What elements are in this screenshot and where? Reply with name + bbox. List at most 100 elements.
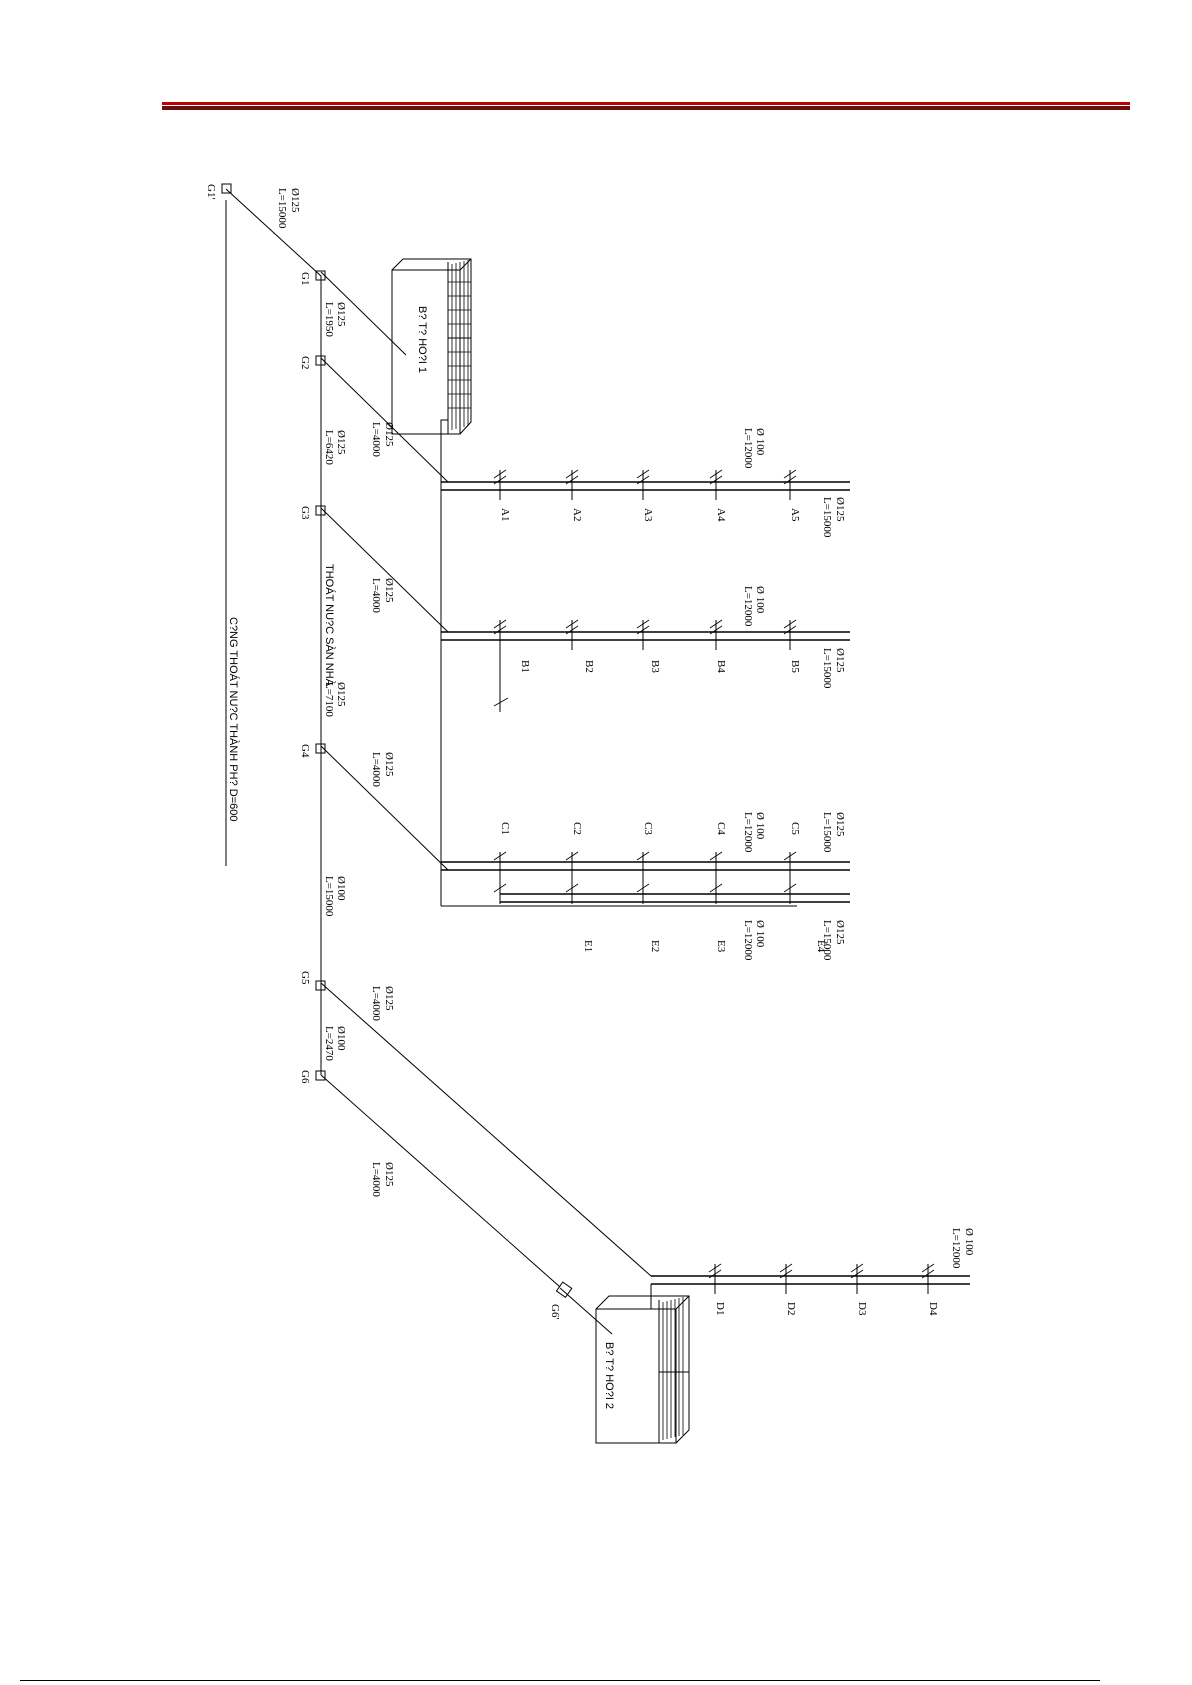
stack-d4-label: D4 [927, 1302, 939, 1316]
p-g1g2-dia: Ø125 [335, 302, 347, 327]
inspection-g3 [315, 505, 326, 516]
branch-d-len1: L=12000 [950, 1228, 962, 1269]
stack-a2-label: A2 [571, 508, 583, 521]
p-g1g2-len: L=1950 [323, 302, 335, 337]
p-g6b-dia: Ø125 [383, 1162, 395, 1187]
stack-d1-label: D1 [714, 1302, 726, 1315]
stack-d3-label: D3 [856, 1302, 868, 1316]
stack-b4 [709, 619, 723, 650]
branch-c-len2: L=15000 [821, 812, 833, 853]
tank2-inlet [559, 1287, 613, 1335]
label-g2: G2 [299, 356, 311, 369]
branch-d-dia1: Ø 100 [963, 1228, 975, 1256]
stack-a5 [783, 469, 797, 500]
p-g5b-dia: Ø125 [383, 986, 395, 1011]
pipe-to-tank2 [320, 1074, 561, 1288]
stack-d2 [779, 1263, 793, 1294]
stack-a3 [636, 469, 650, 500]
label-g1: G1 [299, 272, 311, 285]
stack-a1-label: A1 [499, 508, 511, 521]
stack-a4-label: A4 [715, 508, 727, 522]
inspection-g4 [315, 743, 326, 754]
stack-c5-label: C5 [789, 822, 801, 835]
stack-c2-label: C2 [571, 822, 583, 835]
branch-b-link [320, 507, 449, 633]
branch-c-dia1: Ø 100 [754, 812, 766, 840]
tank1-inlet [320, 271, 407, 356]
p-g6b-len: L=4000 [370, 1162, 382, 1197]
label-g6p: G6' [549, 1304, 561, 1319]
inspection-g5 [315, 980, 326, 991]
stack-c4-label: C4 [715, 822, 727, 835]
branch-e-dia1: Ø 100 [754, 920, 766, 948]
label-g4: G4 [299, 744, 311, 758]
p-g1p-dia: Ø125 [289, 188, 301, 213]
inspection-g6p [555, 1281, 573, 1299]
header-rule [162, 102, 1130, 112]
stack-d3 [850, 1263, 864, 1294]
p-g3g4-len: L=7100 [323, 682, 335, 717]
inspection-g2 [315, 355, 326, 366]
tank1-outlet [440, 419, 448, 422]
branch-b-len1: L=12000 [742, 586, 754, 627]
stack-d1 [708, 1263, 722, 1294]
p-g4g5-len: L=15000 [323, 876, 335, 917]
stack-a3-label: A3 [642, 508, 654, 522]
stack-a5-label: A5 [789, 508, 801, 522]
stack-a1 [493, 469, 507, 500]
stack-a2 [565, 469, 579, 500]
p-g2g3-len: L=6420 [323, 430, 335, 465]
inspection-g1p [221, 183, 232, 194]
p-g4b-dia: Ø125 [383, 752, 395, 777]
stack-b4-label: B4 [715, 660, 727, 673]
stack-c4 [709, 851, 723, 904]
floor-drain-label: THOÁT NU?C SÀN NHÀ [323, 564, 336, 687]
stack-e4-label: E4 [815, 940, 827, 953]
stack-b5 [783, 619, 797, 650]
header-rule-red [162, 102, 1130, 105]
branch-b-dia2: Ø125 [834, 648, 846, 673]
footer-rule [20, 1680, 1100, 1681]
branch-c-len1: L=12000 [742, 812, 754, 853]
branch-a-len1: L=12000 [742, 428, 754, 469]
branch-e-dia2: Ø125 [834, 920, 846, 945]
label-g1p: G1' [205, 184, 217, 199]
branch-e-len2: L=15000 [821, 920, 833, 961]
p-g4b-len: L=4000 [370, 752, 382, 787]
stack-b1 [493, 619, 507, 650]
stack-b5-label: B5 [789, 660, 801, 673]
p-g5g6-dia: Ø100 [335, 1026, 347, 1051]
p-g5g6-len: L=2470 [323, 1026, 335, 1061]
p-g3g4-dia: Ø125 [335, 682, 347, 707]
stack-e2-label: E2 [649, 940, 661, 952]
septic-tank-2 [595, 1295, 690, 1444]
p-g1p-len: L=15000 [276, 188, 288, 229]
stack-c1 [493, 851, 507, 904]
stack-c3 [636, 851, 650, 904]
branch-c-dia2: Ø125 [834, 812, 846, 837]
stack-c3-label: C3 [642, 822, 654, 835]
label-g5: G5 [299, 971, 311, 985]
branch-b-drop-hatch [493, 697, 509, 707]
p-g3b-dia: Ø125 [383, 578, 395, 603]
p-g5b-len: L=4000 [370, 986, 382, 1021]
p-g2b-len: L=4000 [370, 422, 382, 457]
septic-tank-1 [391, 258, 472, 435]
label-g3: G3 [299, 506, 311, 520]
stack-c5 [783, 851, 797, 904]
stack-b3 [636, 619, 650, 650]
branch-a-dia1: Ø 100 [754, 428, 766, 456]
inspection-g6 [315, 1070, 326, 1081]
branch-b-len2: L=15000 [821, 648, 833, 689]
stack-e3-label: E3 [715, 940, 727, 953]
label-g6: G6 [299, 1070, 311, 1084]
branch-b-dia1: Ø 100 [754, 586, 766, 614]
stack-b1-label: B1 [519, 660, 531, 673]
p-g2g3-dia: Ø125 [335, 430, 347, 455]
tank2-label: B? T? HO?I 2 [603, 1342, 615, 1409]
stack-c1-label: C1 [499, 822, 511, 835]
branch-d-link [320, 982, 652, 1277]
header-rule-dark [162, 106, 1130, 110]
branch-d-outlet [650, 1284, 659, 1310]
